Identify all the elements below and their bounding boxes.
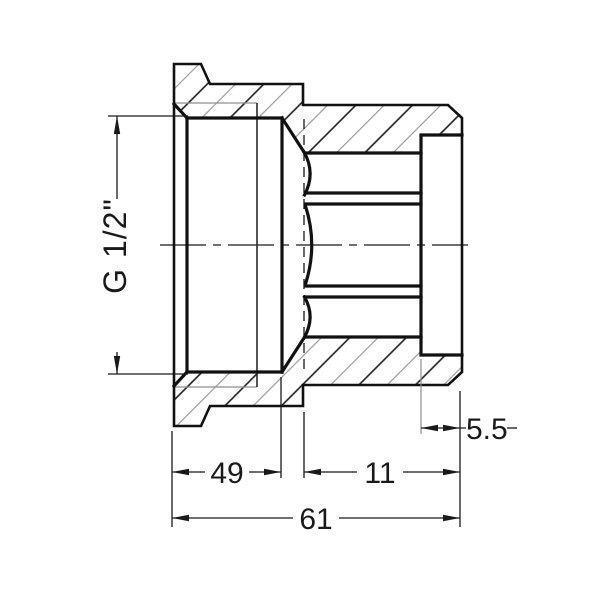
hatch-top-band	[174, 64, 462, 153]
arrowhead-right	[264, 468, 281, 476]
arrowhead-left	[421, 424, 438, 432]
hatch-bottom-band	[174, 337, 462, 426]
arrowhead-left	[172, 514, 189, 522]
thread-runout-arcs	[301, 149, 314, 341]
thread-size-label: G 1/2"	[97, 198, 133, 294]
arrowhead-right	[443, 468, 460, 476]
arrowhead-down	[113, 356, 121, 374]
dimension-overall-length: 61	[172, 503, 460, 536]
right-length-label: 11	[364, 457, 395, 490]
dimension-thread-size: G 1/2"	[97, 115, 188, 375]
right-bore	[303, 151, 423, 339]
socket-depth-label: 5.5	[466, 413, 508, 446]
left-length-label: 49	[210, 457, 243, 490]
runout-arc-bottom	[301, 294, 312, 341]
right-socket	[419, 133, 464, 357]
runout-arc-middle	[303, 203, 314, 287]
arrowhead-right	[443, 424, 460, 432]
thread-major-diameter-lines	[175, 102, 258, 388]
dimension-left-length: 49	[171, 377, 282, 527]
dimension-right-length: 11	[303, 391, 461, 527]
cone-taper-bottom	[279, 335, 307, 375]
section-hatching	[174, 64, 462, 426]
part-outline	[172, 62, 464, 428]
arrowhead-left	[172, 468, 189, 476]
arrowhead-right	[443, 514, 460, 522]
overall-length-label: 61	[299, 503, 332, 536]
runout-arc-top	[301, 149, 312, 198]
cone-taper-top	[279, 115, 307, 155]
arrowhead-left	[304, 468, 321, 476]
dimension-socket-depth: 5.5	[420, 359, 517, 446]
arrowhead-up	[113, 116, 121, 134]
